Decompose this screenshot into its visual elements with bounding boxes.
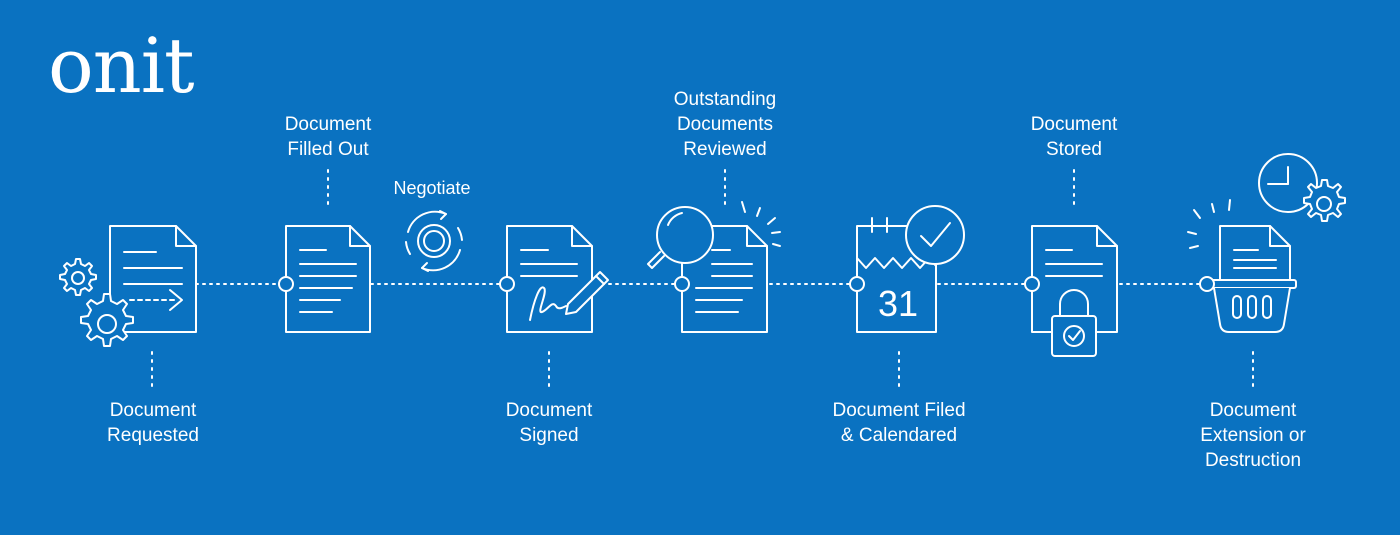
label-line: Document xyxy=(505,400,593,421)
step-label-outstanding-documents-reviewed: Outstanding Documents Reviewed xyxy=(625,87,825,162)
label-line: Document xyxy=(109,400,197,421)
onit-logo: onit xyxy=(48,21,195,110)
label-line: Document xyxy=(1209,400,1297,421)
review-magnifier-icon xyxy=(647,201,781,333)
filled-document-icon xyxy=(278,225,371,333)
label-line: Destruction xyxy=(1204,450,1302,471)
label-line: Documents xyxy=(676,114,774,135)
cycle-arrows-icon xyxy=(405,210,463,272)
label-line: Signed xyxy=(519,425,579,446)
step-label-document-filled-out: Document Filled Out xyxy=(228,112,428,162)
label-line: Requested xyxy=(107,425,199,446)
document-request-gears-icon xyxy=(59,225,197,347)
locked-document-icon xyxy=(1024,225,1118,357)
calendar-check-icon xyxy=(849,205,965,333)
label-line: Document xyxy=(1030,114,1118,135)
shredder-clock-icon xyxy=(1187,153,1346,333)
connector-lines xyxy=(151,169,1254,389)
step-label-document-extension-destruction: Document Extension or Destruction xyxy=(1153,398,1353,473)
label-line: Document xyxy=(284,114,372,135)
label-line: & Calendared xyxy=(840,425,958,446)
label-line: Reviewed xyxy=(683,139,767,160)
step-label-document-requested: Document Requested xyxy=(53,398,253,448)
label-line: Filled Out xyxy=(287,139,369,160)
step-label-document-stored: Document Stored xyxy=(974,112,1174,162)
step-label-document-filed-calendared: Document Filed & Calendared xyxy=(799,398,999,448)
label-line: Extension or xyxy=(1200,425,1306,446)
signed-document-icon xyxy=(499,225,609,333)
negotiate-label: Negotiate xyxy=(393,178,471,198)
label-line: Outstanding xyxy=(673,89,777,110)
label-line: Document Filed xyxy=(832,400,966,421)
step-label-document-signed: Document Signed xyxy=(449,398,649,448)
calendar-day-number: 31 xyxy=(877,283,919,324)
label-line: Stored xyxy=(1046,139,1102,160)
